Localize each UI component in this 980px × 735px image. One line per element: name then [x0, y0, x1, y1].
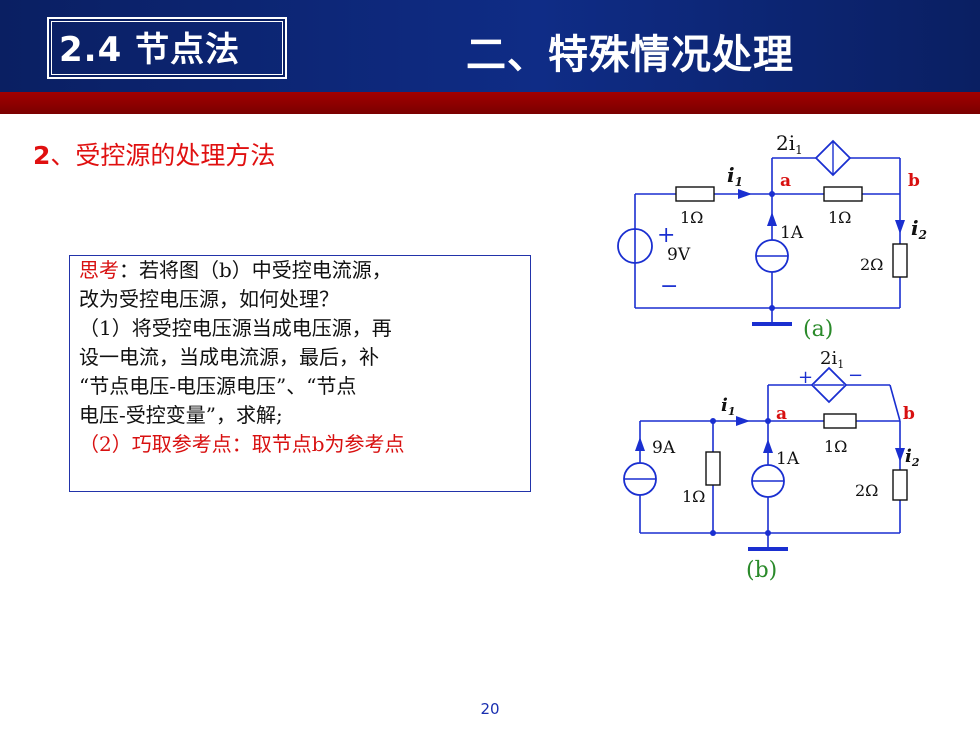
node-a-label: a — [776, 404, 787, 424]
node-a-dot — [765, 418, 771, 424]
r-bottom-label: 2Ω — [860, 255, 883, 274]
minus-sign: − — [848, 365, 863, 386]
note-line-4: 设一电流，当成电流源，最后，补 — [79, 345, 379, 369]
note-line-6: 电压-受控变量”，求解; — [79, 403, 283, 427]
i1-label: i1 — [721, 395, 736, 418]
dep-source-label: 2i1 — [776, 131, 803, 157]
arrow-up-icon — [635, 437, 645, 451]
resistor-left — [675, 186, 715, 202]
note-line-3: （1）将受控电压源当成电压源，再 — [79, 316, 392, 340]
arrow-right-icon — [738, 189, 752, 199]
plus-sign: + — [798, 367, 813, 388]
note-line-7: （2）巧取参考点：取节点b为参考点 — [79, 432, 405, 456]
page-number: 20 — [480, 700, 500, 718]
arrow-right-icon — [736, 416, 750, 426]
node-a-dot — [769, 191, 775, 197]
arrow-down-icon — [895, 220, 905, 234]
note-prefix: 思考 — [79, 258, 119, 282]
note-box: 思考：若将图（b）中受控电流源， 改为受控电压源，如何处理？ （1）将受控电压源… — [69, 255, 531, 492]
note-text: ：若将图（b）中受控电流源， — [119, 258, 392, 282]
note-line-2: 改为受控电压源，如何处理？ — [79, 287, 339, 311]
node-dot — [710, 530, 716, 536]
current-source-left-label: 9A — [652, 438, 676, 458]
ground-dot — [765, 530, 771, 536]
r-right-label: 1Ω — [828, 208, 851, 227]
node-b-label: b — [903, 404, 915, 424]
slide-header — [0, 0, 980, 92]
circuit-b-diagram: 2i1 + − i1 a b 1Ω 1Ω 2Ω 9A 1A i2 (b) — [623, 348, 920, 583]
ground-dot — [769, 305, 775, 311]
r-right-label: 1Ω — [824, 437, 847, 456]
dep-source-label: 2i1 — [820, 348, 844, 371]
i2-label: i2 — [905, 446, 920, 469]
note-line-5: “节点电压-电压源电压”、“节点 — [79, 374, 357, 398]
node-dot — [710, 418, 716, 424]
subtitle-text: 、受控源的处理方法 — [50, 141, 276, 170]
resistor-bottom — [892, 243, 908, 278]
section-title: 2.4 节点法 — [47, 17, 287, 79]
subtitle-number: 2 — [33, 141, 51, 170]
i1-label: i1 — [727, 163, 743, 189]
arrow-up-icon — [767, 212, 777, 226]
arrow-up-icon — [763, 439, 773, 453]
resistor-right — [823, 186, 863, 202]
arrow-down-icon — [895, 448, 905, 462]
caption-b: (b) — [746, 558, 777, 583]
current-source-mid-label: 1A — [776, 449, 800, 469]
current-source-label: 1A — [780, 223, 804, 243]
resistor-bottom — [892, 469, 908, 501]
r-bottom-label: 2Ω — [855, 481, 878, 500]
slide-title: 二、特殊情况处理 — [466, 32, 794, 78]
subtitle: 2、受控源的处理方法 — [33, 136, 275, 172]
header-red-band — [0, 92, 980, 114]
caption-a: (a) — [803, 317, 833, 342]
plus-sign: + — [657, 223, 675, 248]
i2-label: i2 — [911, 216, 927, 242]
minus-sign: − — [660, 274, 678, 299]
note-line-1: 思考：若将图（b）中受控电流源， — [79, 256, 530, 285]
resistor-right — [823, 413, 857, 429]
circuit-a-diagram: 2i1 i1 a b 1Ω 1Ω 2Ω 1A 9V + − i2 (a) — [617, 131, 927, 342]
r-left-label: 1Ω — [680, 208, 703, 227]
node-a-label: a — [780, 171, 791, 191]
r-shunt-label: 1Ω — [682, 487, 705, 506]
voltage-source-label: 9V — [667, 245, 691, 265]
node-b-label: b — [908, 171, 920, 191]
resistor-shunt — [705, 451, 721, 486]
